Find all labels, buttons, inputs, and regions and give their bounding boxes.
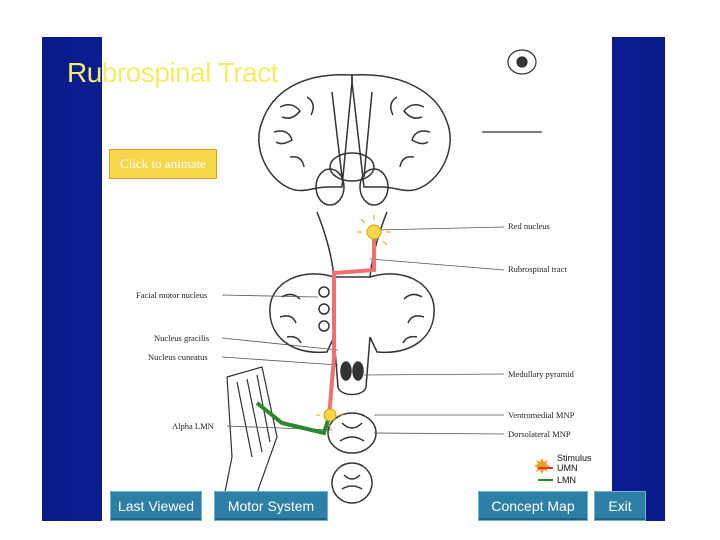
animate-button[interactable]: Click to animate	[109, 149, 217, 179]
label-facial-motor-nucleus: Facial motor nucleus	[136, 290, 207, 300]
label-medullary-pyramid: Medullary pyramid	[508, 369, 575, 379]
eye-drawing	[482, 49, 542, 133]
label-rubrospinal-tract: Rubrospinal tract	[508, 264, 567, 274]
stimulus-icon	[534, 458, 550, 474]
lmn-tract-green	[255, 401, 331, 436]
last-viewed-button[interactable]: Last Viewed	[110, 491, 202, 521]
label-alpha-lmn: Alpha LMN	[172, 421, 214, 431]
muscle-drawing	[221, 366, 278, 508]
label-red-nucleus: Red nucleus	[508, 221, 550, 231]
red-nucleus-neuron	[366, 224, 382, 240]
brainstem-drawing	[269, 211, 435, 504]
concept-map-button[interactable]: Concept Map	[478, 491, 588, 521]
label-dorsolateral-mnp: Dorsolateral MNP	[508, 429, 571, 439]
legend-stimulus-label: Stimulus	[557, 453, 592, 463]
legend: Stimulus UMN LMN	[534, 453, 592, 485]
legend-umn-label: UMN	[557, 463, 578, 473]
label-nucleus-gracilis: Nucleus gracilis	[154, 333, 209, 343]
slide-title: Rubrospinal Tract	[67, 57, 278, 88]
leader-lines	[221, 226, 505, 435]
label-nucleus-cuneatus: Nucleus cuneatus	[148, 352, 208, 362]
rubrospinal-diagram: Red nucleus Rubrospinal tract Facial mot…	[136, 49, 592, 508]
motor-system-button[interactable]: Motor System	[214, 491, 328, 521]
spinal-neuron	[323, 408, 337, 422]
legend-lmn-label: LMN	[557, 475, 576, 485]
umn-tract-red	[327, 232, 376, 418]
slide: Red nucleus Rubrospinal tract Facial mot…	[42, 37, 665, 521]
exit-button[interactable]: Exit	[594, 491, 646, 521]
label-ventromedial-mnp: Ventromedial MNP	[508, 410, 575, 420]
cerebrum-drawing	[258, 73, 451, 206]
diagram-panel: Red nucleus Rubrospinal tract Facial mot…	[102, 37, 612, 521]
